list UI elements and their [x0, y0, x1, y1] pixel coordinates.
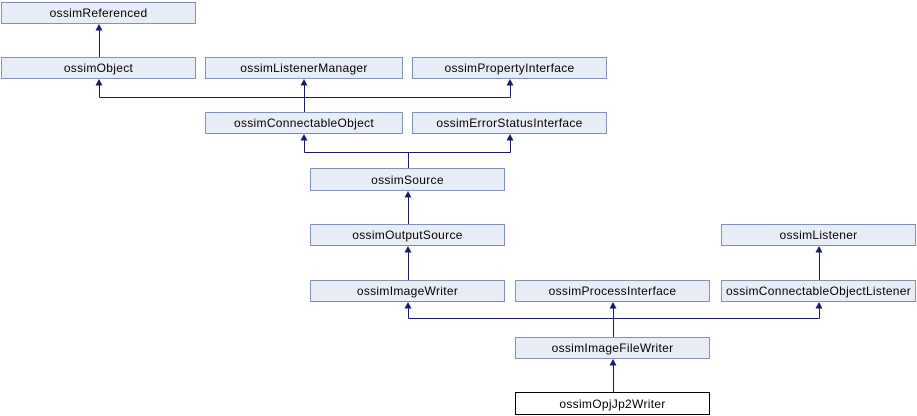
class-box-label: ossimListenerManager: [240, 61, 368, 75]
class-box-label: ossimPropertyInterface: [444, 61, 575, 75]
class-box-label: ossimListener: [779, 228, 858, 242]
inheritance-arrowhead-icon: [404, 191, 412, 198]
inheritance-arrowhead-icon: [506, 134, 514, 141]
inheritance-arrowhead-icon: [815, 302, 823, 309]
inheritance-arrowhead-icon: [95, 79, 103, 86]
class-box-label: ossimOutputSource: [352, 228, 463, 242]
class-box-propertyInterface[interactable]: ossimPropertyInterface: [412, 57, 607, 79]
class-box-label: ossimConnectableObject: [233, 116, 374, 130]
class-box-label: ossimImageWriter: [356, 284, 459, 298]
inheritance-arrowhead-icon: [300, 79, 308, 86]
class-box-label: ossimConnectableObjectListener: [725, 284, 912, 298]
class-box-referenced[interactable]: ossimReferenced: [1, 2, 196, 24]
class-box-label: ossimImageFileWriter: [551, 341, 674, 355]
class-box-label: ossimReferenced: [49, 6, 148, 20]
class-box-opjJp2Writer: ossimOpjJp2Writer: [515, 392, 710, 415]
inheritance-arrowhead-icon: [404, 246, 412, 253]
inheritance-arrowhead-icon: [609, 302, 617, 309]
class-box-imageFileWriter[interactable]: ossimImageFileWriter: [515, 337, 710, 359]
class-box-source[interactable]: ossimSource: [310, 168, 505, 191]
class-box-listenerManager[interactable]: ossimListenerManager: [205, 57, 403, 79]
class-box-label: ossimProcessInterface: [548, 284, 677, 298]
inheritance-arrowhead-icon: [506, 79, 514, 86]
class-box-imageWriter[interactable]: ossimImageWriter: [310, 280, 505, 302]
inheritance-arrowhead-icon: [95, 24, 103, 31]
inheritance-arrowhead-icon: [609, 359, 617, 366]
class-box-connectableObject[interactable]: ossimConnectableObject: [205, 112, 403, 134]
inheritance-arrowhead-icon: [404, 302, 412, 309]
class-box-label: ossimObject: [63, 61, 134, 75]
class-box-connectableObjectListener[interactable]: ossimConnectableObjectListener: [721, 280, 916, 302]
class-box-processInterface[interactable]: ossimProcessInterface: [515, 280, 710, 302]
class-box-label: ossimOpjJp2Writer: [559, 396, 666, 411]
class-box-object[interactable]: ossimObject: [1, 57, 196, 79]
class-box-label: ossimErrorStatusInterface: [436, 116, 583, 130]
class-box-outputSource[interactable]: ossimOutputSource: [310, 224, 505, 246]
class-box-errorStatusInterface[interactable]: ossimErrorStatusInterface: [412, 112, 607, 134]
class-box-listener[interactable]: ossimListener: [721, 224, 916, 246]
class-box-label: ossimSource: [371, 172, 444, 187]
inheritance-arrowhead-icon: [300, 134, 308, 141]
inheritance-arrowhead-icon: [815, 246, 823, 253]
